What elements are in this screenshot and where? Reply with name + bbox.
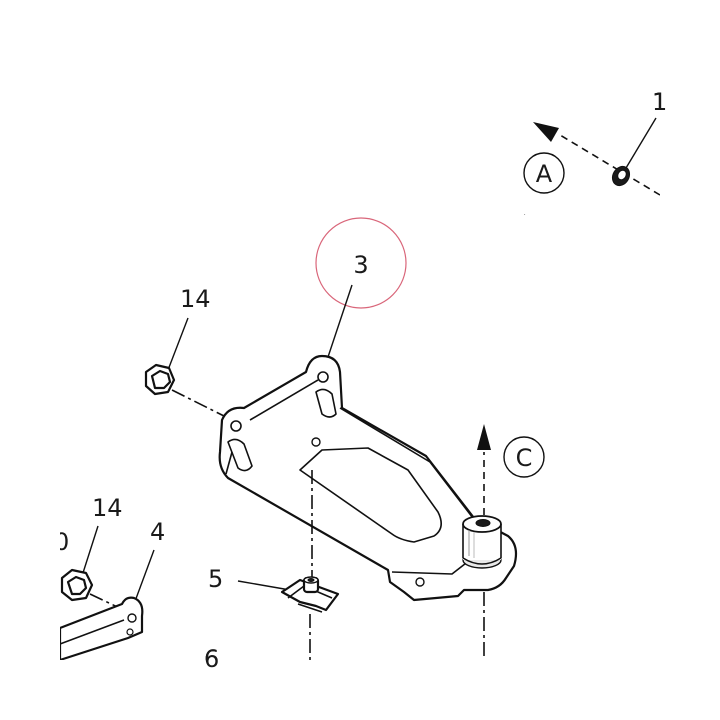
leader-14-bottom [81,525,99,577]
nut-part-14-top: 14 [144,285,229,419]
left-crop-mask [0,0,60,720]
reference-arrow-a-group: A [523,122,661,196]
arrow-c-head-icon [477,424,491,450]
leader-4 [133,549,155,605]
ref-a-circle [523,152,565,194]
callout-1-visible: 1 [652,88,667,116]
callout-3: 3 [353,251,368,279]
callout-14-bottom: 14 [92,494,123,522]
bottom-crop-mask [0,660,720,720]
stray-mark: . [524,211,526,217]
ref-c-circle [503,436,545,478]
reference-arrow-c-group: C [477,424,545,660]
arrow-a-head-icon [533,122,559,142]
leader-5 [237,580,291,591]
leader-14-top [167,317,189,371]
leader-3 [326,284,353,361]
ref-a-label: A [536,160,553,188]
ref-c-label: C [516,444,533,472]
arrow-a-axis-line [559,134,661,196]
callout-14-top: 14 [180,285,211,313]
bracket-part-3 [218,354,518,602]
right-crop-mask [660,0,720,720]
callout-4: 4 [150,518,165,546]
callout-5: 5 [208,565,223,593]
clip-nut-part-5: 5 6 [204,470,340,673]
bracket-part-4: 4 [58,518,165,662]
axis-14-top [171,389,229,419]
highlight-circle [315,217,407,309]
nut-part-14-bottom: 14 0 [54,494,129,613]
callout-6-visible: 6 [204,645,219,673]
leader-1 [625,117,657,169]
